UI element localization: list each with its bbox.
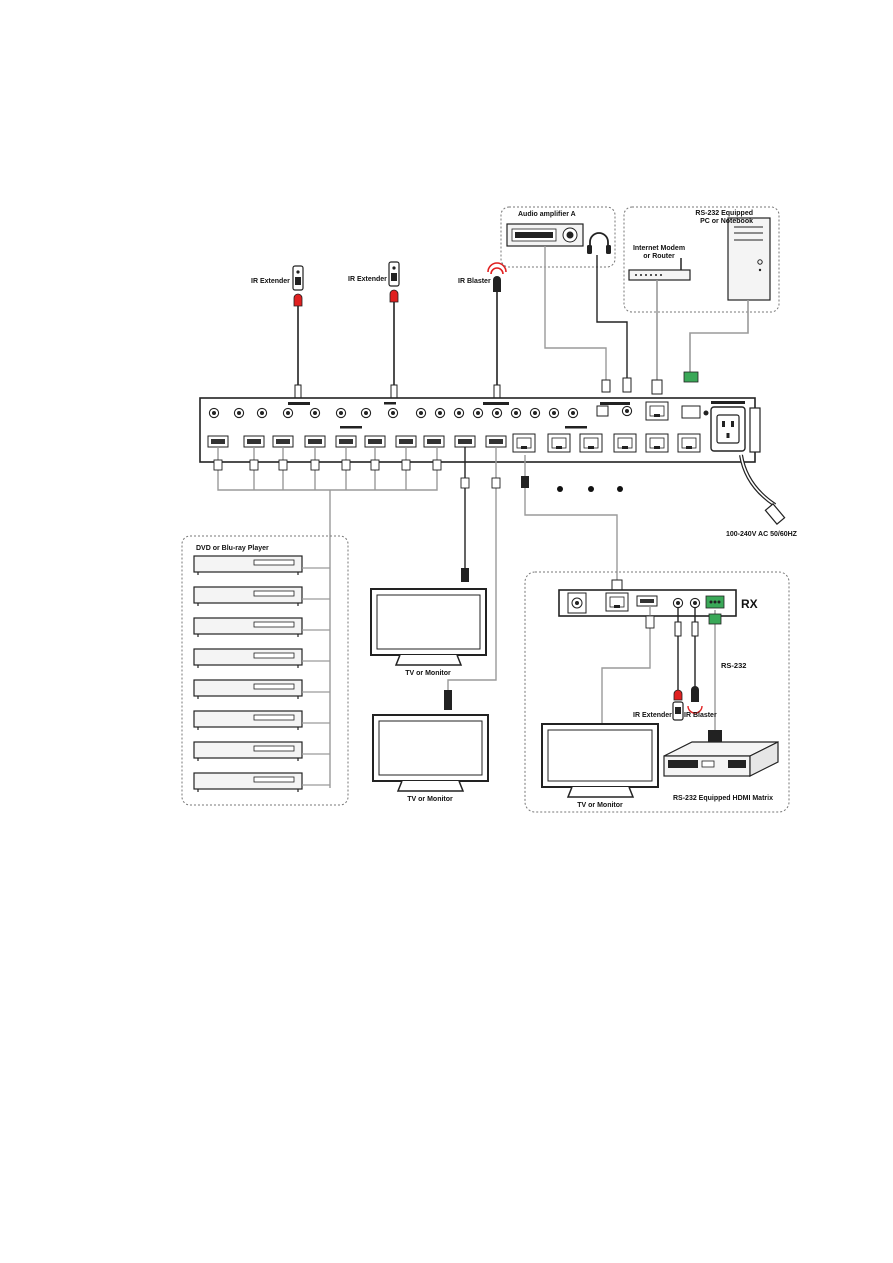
- tv-monitor-label: TV or Monitor: [577, 802, 623, 809]
- router-icon: [628, 258, 691, 281]
- source-group-box: [181, 535, 349, 806]
- bluray-player-icon: [193, 555, 303, 793]
- rs232-pc-label-line2: PC or Notebook: [700, 218, 753, 225]
- tv-monitor-label: TV or Monitor: [407, 796, 453, 803]
- pc-tower-icon: [727, 217, 771, 301]
- ir-extender-icon: [388, 261, 400, 400]
- audio-amplifier-icon: [506, 223, 584, 247]
- audio-amplifier-label: Audio amplifier A: [518, 211, 576, 218]
- hdmi-matrix-icon: [663, 741, 779, 777]
- rx-ir-blaster-label: IR Blaster: [684, 712, 717, 719]
- ir-extender-icon: [292, 265, 304, 400]
- rs232-label: RS-232: [721, 661, 747, 670]
- rs232-cable: [683, 300, 749, 383]
- rx-group-box: [524, 571, 790, 813]
- internet-modem-label-line2: or Router: [643, 253, 675, 260]
- power-label: 100-240V AC 50/60HZ: [726, 531, 797, 538]
- tv-monitor-label: TV or Monitor: [405, 670, 451, 677]
- internet-modem-label-line1: Internet Modem: [632, 245, 686, 252]
- ir-extender-label: IR Extender: [348, 276, 387, 283]
- power-cable: [739, 454, 786, 525]
- hdmi-matrix-main-unit: [199, 397, 761, 463]
- rs232-pc-label: RS-232 Equipped PC or Notebook: [673, 210, 753, 226]
- hdbaset-cable: [521, 455, 623, 595]
- ir-blaster-label: IR Blaster: [458, 278, 491, 285]
- hdmi-matrix-label: RS-232 Equipped HDMI Matrix: [673, 795, 773, 802]
- monitor-icon: [372, 714, 489, 792]
- ir-blaster-icon: [687, 686, 703, 714]
- rx-ir-extender-label: IR Extender: [633, 712, 672, 719]
- monitor-icon: [370, 588, 487, 666]
- rs232-pc-label-line1: RS-232 Equipped: [695, 210, 753, 217]
- rx-label: RX: [741, 597, 758, 611]
- monitor-icon: [541, 723, 659, 798]
- dvd-player-label: DVD or Blu-ray Player: [196, 545, 269, 552]
- network-pc-group-box: [623, 206, 780, 313]
- rx-receiver-unit: [558, 589, 737, 617]
- network-cable: [651, 280, 663, 395]
- internet-modem-label: Internet Modem or Router: [632, 245, 686, 261]
- ellipsis-dots: [557, 486, 623, 492]
- audio-cables: [544, 246, 632, 393]
- ir-extender-label: IR Extender: [251, 278, 290, 285]
- rx-cables: [601, 606, 722, 730]
- audio-group-box: [500, 206, 616, 268]
- hdmi-output-cables: [444, 447, 501, 710]
- headphone-icon: [587, 232, 611, 254]
- ir-blaster-icon: [487, 262, 507, 400]
- ir-extender-icon: [672, 689, 684, 721]
